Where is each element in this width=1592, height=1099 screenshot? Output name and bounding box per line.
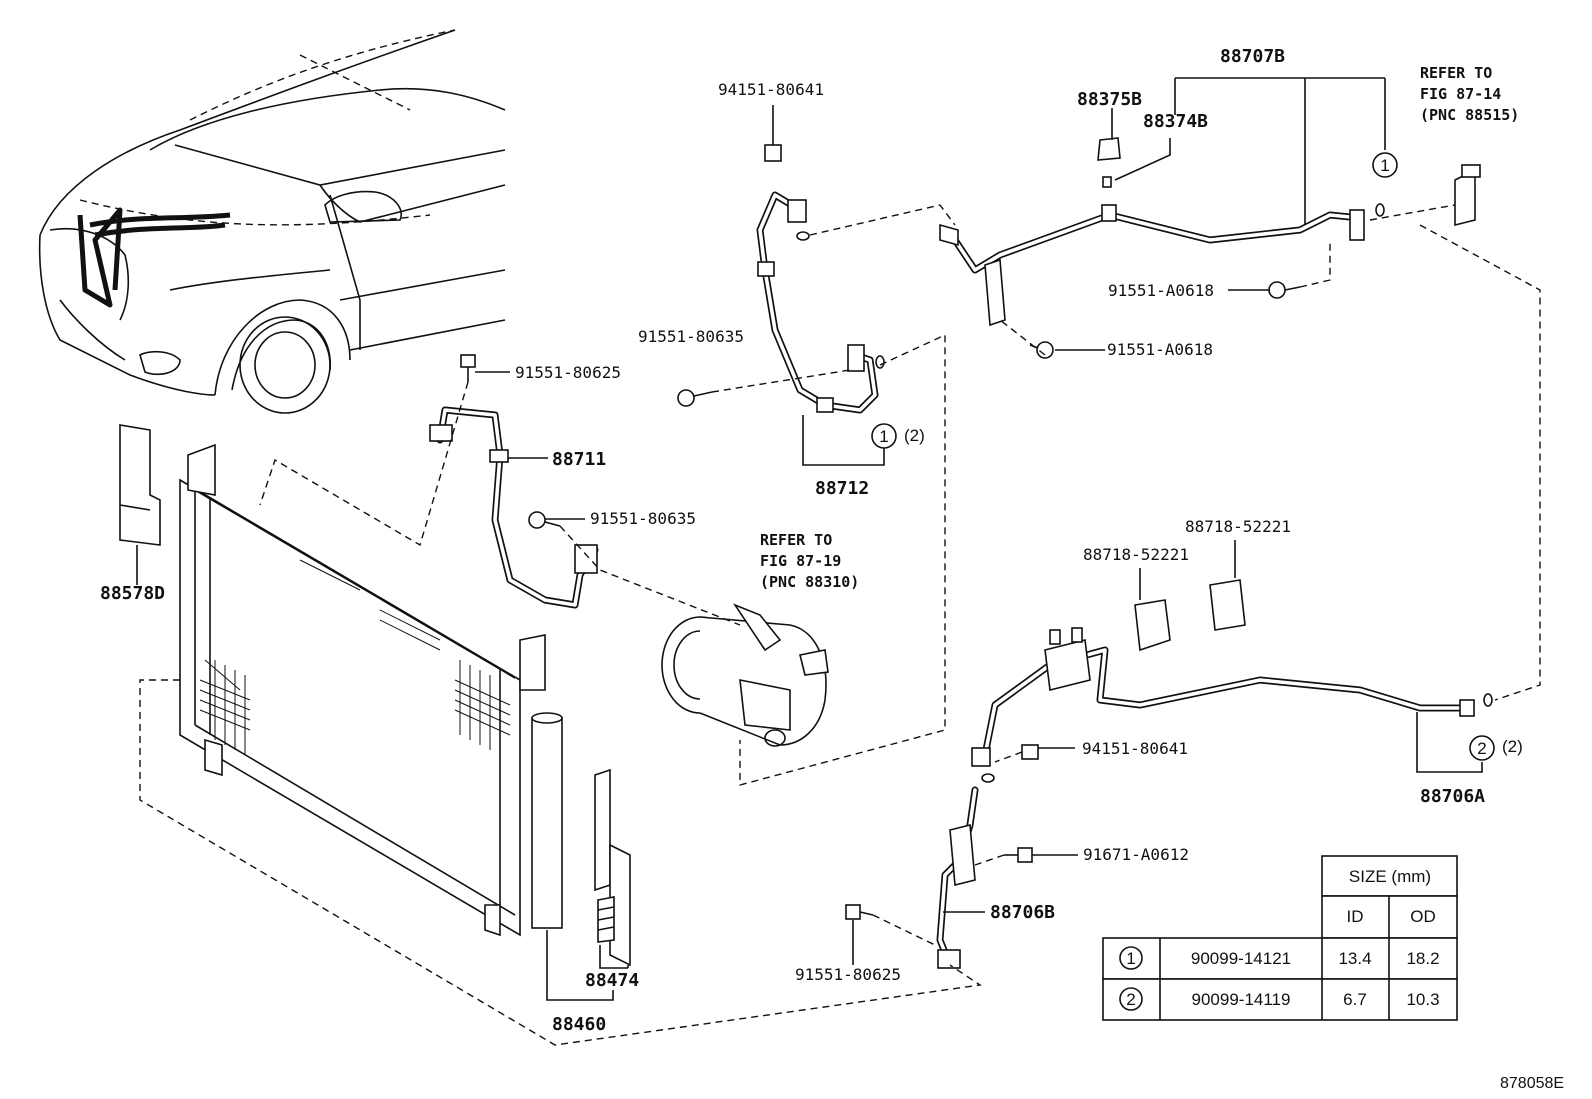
- condenser-88460: [179, 443, 563, 937]
- size-table-row: 2 90099-14119 6.7 10.3: [1119, 987, 1440, 1011]
- label-88706A: 88706A: [1420, 786, 1485, 807]
- pipe-88707B: [939, 204, 1365, 327]
- svg-text:1: 1: [879, 427, 888, 446]
- label-88374B: 88374B: [1143, 111, 1208, 132]
- leader-lines: [136, 77, 1483, 1001]
- label-94151-80641-top: 94151-80641: [718, 80, 824, 99]
- svg-text:FIG 87-19: FIG 87-19: [760, 552, 841, 570]
- svg-text:(2): (2): [1502, 737, 1523, 756]
- label-91551-A0618-a: 91551-A0618: [1108, 281, 1214, 300]
- label-88375B: 88375B: [1077, 89, 1142, 110]
- size-table-col-od: OD: [1410, 907, 1436, 926]
- svg-text:10.3: 10.3: [1406, 990, 1439, 1009]
- callout-2: 2 (2): [1469, 735, 1523, 761]
- svg-text:6.7: 6.7: [1343, 990, 1367, 1009]
- svg-text:REFER TO: REFER TO: [1420, 64, 1492, 82]
- svg-text:18.2: 18.2: [1406, 949, 1439, 968]
- dryer-88474: [594, 768, 631, 967]
- pipe-88706B: [936, 747, 991, 969]
- svg-text:2: 2: [1477, 739, 1486, 758]
- svg-text:(2): (2): [904, 426, 925, 445]
- callout-1-top: 1: [1372, 152, 1398, 178]
- size-table-row: 1 90099-14121 13.4 18.2: [1119, 946, 1440, 970]
- label-88718-52221-b: 88718-52221: [1083, 545, 1189, 564]
- svg-text:13.4: 13.4: [1338, 949, 1371, 968]
- compressor: [661, 603, 829, 747]
- refer-note-fig-87-19: REFER TO FIG 87-19 (PNC 88310): [760, 531, 859, 591]
- svg-text:1: 1: [1126, 949, 1135, 968]
- svg-text:2: 2: [1126, 990, 1135, 1009]
- svg-text:(PNC 88310): (PNC 88310): [760, 573, 859, 591]
- svg-text:FIG 87-14: FIG 87-14: [1420, 85, 1501, 103]
- label-91551-80635-b: 91551-80635: [590, 509, 696, 528]
- pipe-88711: [429, 406, 599, 609]
- label-88706B: 88706B: [990, 902, 1055, 923]
- callout-1-mid: 1 (2): [871, 423, 925, 449]
- label-88718-52221-a: 88718-52221: [1185, 517, 1291, 536]
- label-88711: 88711: [552, 449, 606, 470]
- refer-note-fig-87-14: REFER TO FIG 87-14 (PNC 88515): [1420, 64, 1519, 124]
- svg-text:90099-14121: 90099-14121: [1191, 949, 1291, 968]
- label-91551-80625-b: 91551-80625: [795, 965, 901, 984]
- assembly-dashed-lines: [139, 204, 1541, 1046]
- label-88712: 88712: [815, 478, 869, 499]
- label-91551-80625-a: 91551-80625: [515, 363, 621, 382]
- label-88707B: 88707B: [1220, 46, 1285, 67]
- size-table-title: SIZE (mm): [1349, 867, 1431, 886]
- size-table: SIZE (mm) ID OD 1 90099-14121 13.4 18.2 …: [1102, 855, 1458, 1021]
- label-91551-A0618-b: 91551-A0618: [1107, 340, 1213, 359]
- label-88474: 88474: [585, 970, 639, 991]
- label-88460: 88460: [552, 1014, 606, 1035]
- label-91671-A0612: 91671-A0612: [1083, 845, 1189, 864]
- label-94151-80641-b: 94151-80641: [1082, 739, 1188, 758]
- size-table-col-id: ID: [1347, 907, 1364, 926]
- expansion-valve: [1454, 164, 1481, 227]
- car-outline-illustration: [38, 29, 506, 414]
- figure-id: 878058E: [1500, 1075, 1564, 1092]
- svg-text:REFER TO: REFER TO: [760, 531, 832, 549]
- svg-text:90099-14119: 90099-14119: [1192, 990, 1291, 1009]
- label-91551-80635-a: 91551-80635: [638, 327, 744, 346]
- guide-88578D: [119, 424, 161, 546]
- label-88578D: 88578D: [100, 583, 165, 604]
- pipe-88706A: [981, 579, 1475, 759]
- svg-text:(PNC 88515): (PNC 88515): [1420, 106, 1519, 124]
- pipe-88712: [756, 191, 879, 414]
- svg-text:1: 1: [1380, 156, 1389, 175]
